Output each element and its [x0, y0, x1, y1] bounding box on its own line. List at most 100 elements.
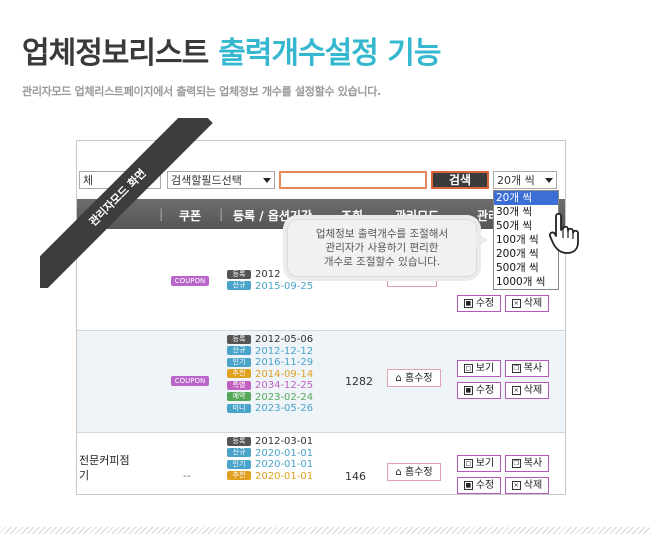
date-value: 2015-09-25: [255, 280, 314, 292]
date-badge: 추천: [227, 471, 251, 480]
count-option[interactable]: 50개 씩: [496, 220, 533, 232]
page-title-main: 업체정보리스트: [22, 36, 209, 71]
date-badge: 신규: [227, 346, 251, 355]
category-select-value: 체: [83, 174, 94, 187]
count-option[interactable]: 200개 씩: [496, 248, 539, 260]
date-line: 등록 2012-05-06: [227, 334, 313, 346]
home-edit-button[interactable]: ⌂ 홈수정: [387, 369, 441, 387]
home-edit-label: 홈수정: [404, 373, 433, 384]
home-edit-button[interactable]: ⌂ 홈수정: [387, 463, 441, 481]
date-badge: 등록: [227, 436, 251, 446]
edit-label: 수정: [475, 480, 495, 491]
count-option[interactable]: 1000개 씩: [496, 276, 546, 288]
date-badge: 등록: [227, 334, 251, 344]
date-line: 등록 2012: [227, 269, 313, 281]
date-value: 2016-11-29: [255, 357, 314, 368]
date-list: 등록 2012-05-06 신규 2012-12-12 인기 2016-11-29 추…: [227, 334, 313, 415]
date-badge: 신규: [227, 281, 251, 290]
date-value: 2020-01-01: [255, 459, 314, 470]
header-coupon: 쿠폰: [179, 209, 202, 223]
date-badge: 추천: [227, 369, 251, 378]
count-per-page-select[interactable]: 20개 씩: [493, 171, 557, 189]
delete-icon: ×: [511, 298, 521, 308]
field-select[interactable]: 검색할필드선택: [167, 171, 275, 189]
delete-icon: ×: [511, 385, 521, 395]
view-icon: □: [463, 458, 473, 468]
date-value: 2023-02-24: [255, 391, 314, 403]
page-subtitle: 관리자모드 업체리스트페이지에서 출력되는 업체정보 개수를 설정할수 있습니다…: [22, 85, 381, 98]
date-value: 2012-12-12: [255, 345, 314, 357]
view-label: 보기: [475, 458, 495, 469]
home-icon: ⌂: [395, 373, 405, 384]
delete-button[interactable]: ×삭제: [505, 477, 549, 494]
date-line: 신규 2015-09-25: [227, 281, 313, 293]
category-select[interactable]: 체: [79, 171, 161, 189]
copy-icon: ❐: [511, 458, 521, 468]
home-icon: ⌂: [395, 467, 405, 478]
date-line: 예약 2023-02-24: [227, 392, 313, 404]
delete-button[interactable]: ×삭제: [505, 382, 549, 399]
count-option[interactable]: 30개 씩: [496, 206, 533, 218]
count-option[interactable]: 100개 씩: [496, 234, 539, 246]
header-divider: |: [219, 207, 224, 221]
date-line: 인기 2016-11-29: [227, 357, 313, 369]
date-badge: 인기: [227, 357, 251, 367]
date-list: 등록 2012 신규 2015-09-25: [227, 269, 313, 292]
chevron-down-icon: [545, 178, 553, 183]
coupon-badge: COUPON: [171, 276, 209, 286]
tooltip-line: 관리자가 사용하기 편리한: [325, 242, 439, 254]
edit-button[interactable]: ■수정: [457, 477, 501, 494]
date-value: 2034-12-25: [255, 380, 314, 391]
date-value: 2023-05-26: [255, 403, 314, 414]
count-option[interactable]: 20개 씩: [494, 191, 558, 205]
date-badge: 예약: [227, 392, 251, 401]
edit-icon: ■: [463, 480, 473, 490]
date-badge: 인기: [227, 459, 251, 469]
delete-icon: ×: [511, 480, 521, 490]
date-badge: 미니: [227, 403, 251, 413]
view-button[interactable]: □보기: [457, 360, 501, 377]
edit-icon: ■: [463, 385, 473, 395]
edit-button[interactable]: ■수정: [457, 295, 501, 312]
date-badge: 등록: [227, 269, 251, 279]
bottom-divider: [0, 527, 650, 534]
count-select-value: 20개 씩: [497, 174, 535, 187]
search-input[interactable]: [279, 171, 427, 189]
copy-icon: ❐: [511, 363, 521, 373]
search-toolbar: 체 검색할필드선택 검색 20개 씩: [77, 171, 565, 193]
date-value: 2012: [255, 269, 281, 280]
count-option[interactable]: 500개 씩: [496, 262, 539, 274]
edit-label: 수정: [475, 385, 495, 396]
date-badge: 신규: [227, 448, 251, 457]
delete-label: 삭제: [523, 385, 543, 396]
page-title-accent: 출력개수설정 기능: [218, 36, 441, 71]
view-button[interactable]: □보기: [457, 455, 501, 472]
field-select-value: 검색할필드선택: [171, 174, 242, 187]
copy-button[interactable]: ❐복사: [505, 360, 549, 377]
view-count: 146: [345, 470, 366, 483]
home-edit-label: 홈수정: [404, 467, 433, 478]
company-name: 전문커피점 기: [79, 454, 130, 482]
edit-button[interactable]: ■수정: [457, 382, 501, 399]
date-line: 등록 2012-03-01: [227, 436, 313, 448]
delete-label: 삭제: [523, 480, 543, 491]
date-line: 신규 2012-12-12: [227, 346, 313, 358]
date-badge: 특별: [227, 380, 251, 390]
delete-button[interactable]: ×삭제: [505, 295, 549, 312]
search-button[interactable]: 검색: [431, 171, 489, 189]
count-dropdown-list: 20개 씩 30개 씩 50개 씩 100개 씩 200개 씩 500개 씩 1…: [493, 190, 559, 290]
date-line: 미니 2023-05-26: [227, 403, 313, 415]
date-value: 2012-05-06: [255, 334, 314, 345]
edit-label: 수정: [475, 298, 495, 309]
copy-button[interactable]: ❐복사: [505, 455, 549, 472]
date-value: 2012-03-01: [255, 436, 314, 447]
chevron-down-icon: [149, 178, 157, 183]
coupon-badge: COUPON: [171, 376, 209, 386]
edit-icon: ■: [463, 298, 473, 308]
copy-label: 복사: [523, 363, 543, 374]
admin-screenshot-frame: 체 검색할필드선택 검색 20개 씩 20개 씩 30개 씩 50개 씩 100…: [76, 140, 566, 495]
tooltip-callout: 업체정보 출력개수를 조절해서 관리자가 사용하기 편리한 개수로 조절할수 있…: [287, 219, 488, 277]
